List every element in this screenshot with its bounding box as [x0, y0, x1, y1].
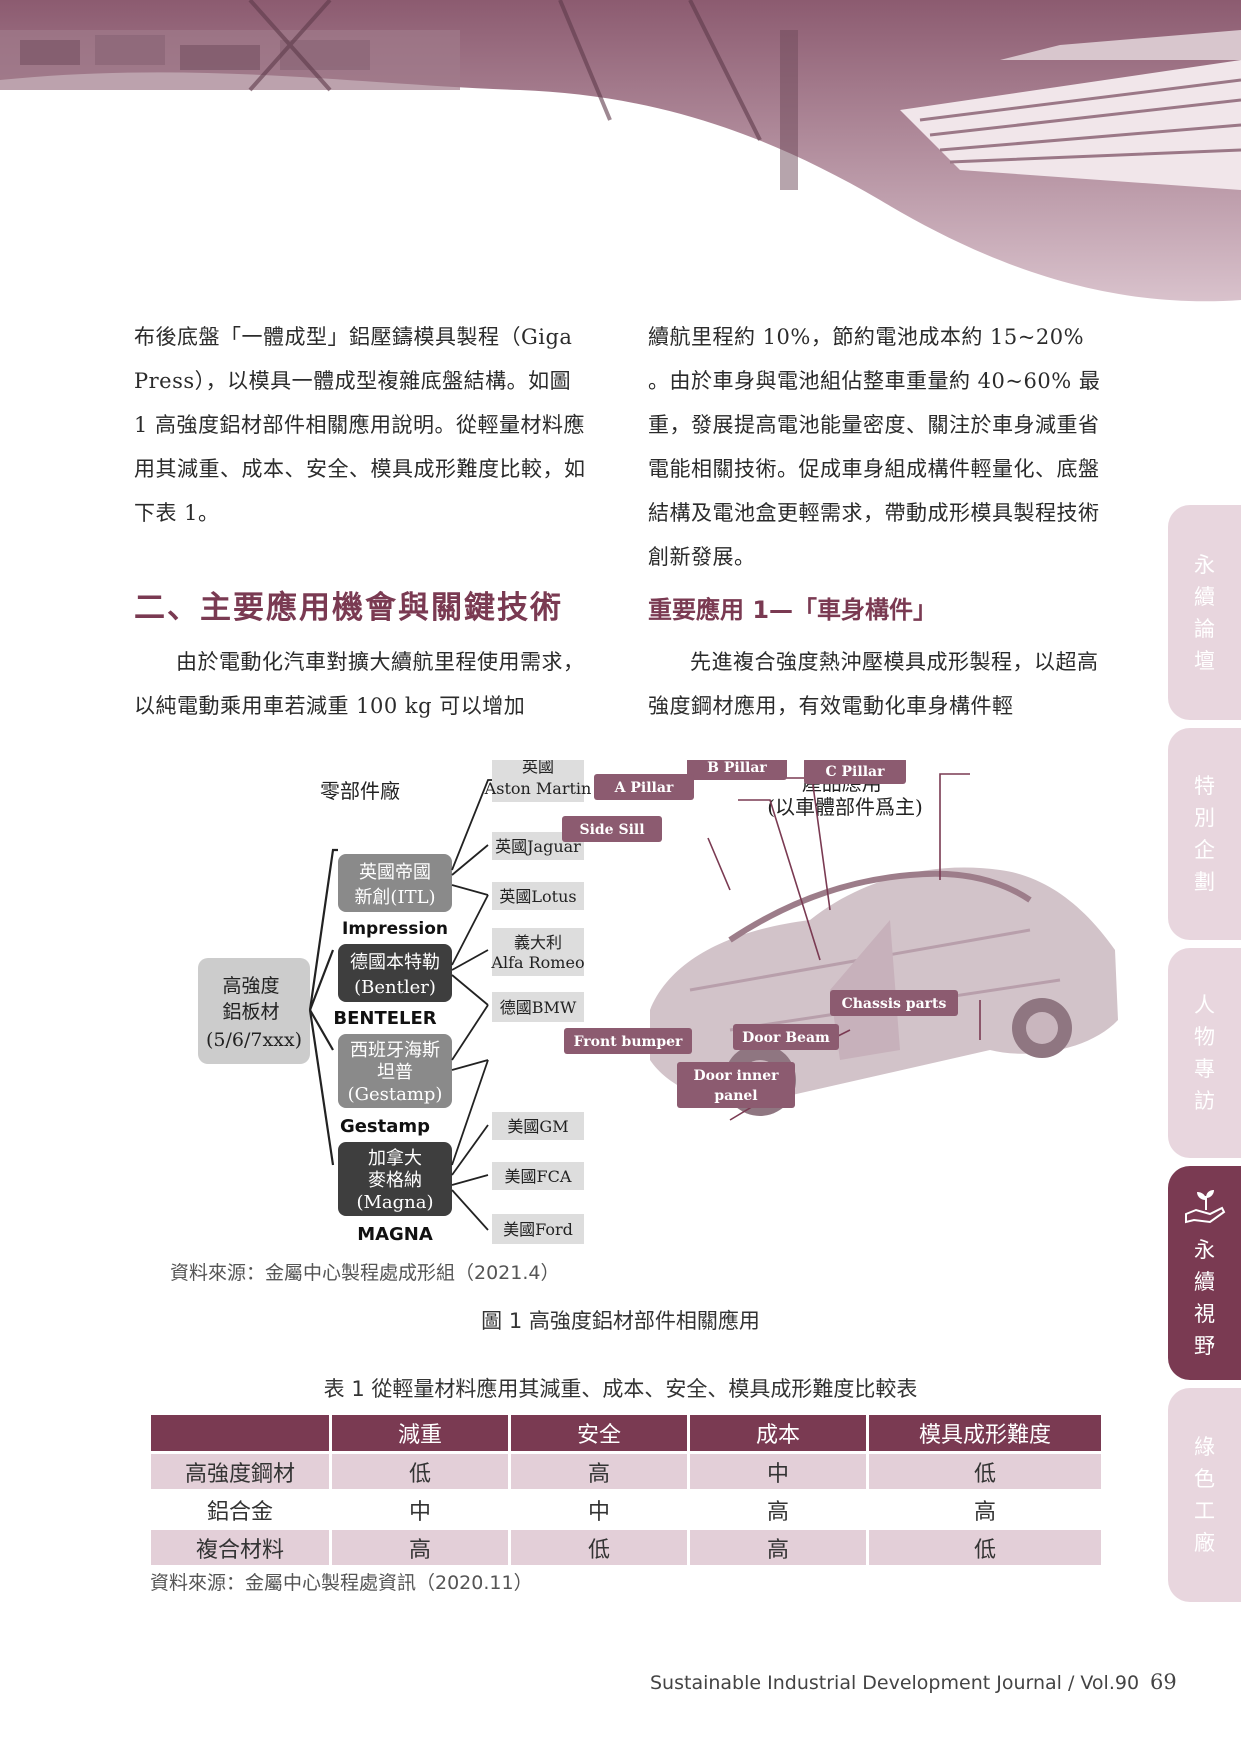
table-cell: 低: [332, 1454, 508, 1489]
tab-label: 永續論壇: [1194, 552, 1215, 673]
table-cell: 中: [332, 1492, 508, 1527]
table-row: 鋁合金 中 中 高 高: [151, 1492, 1101, 1527]
table-cell: 高: [690, 1492, 866, 1527]
table-cell: 複合材料: [151, 1530, 329, 1565]
table-row: 高強度鋼材 低 高 中 低: [151, 1454, 1101, 1489]
source-node-label: 高強度 鋁板材 (5/6/7xxx): [206, 975, 302, 1051]
tab-special-feature[interactable]: 特別企劃: [1168, 728, 1241, 940]
table-cell: 中: [511, 1492, 687, 1527]
table-cell: 中: [690, 1454, 866, 1489]
svg-text:西班牙海斯坦普(Gestamp): 西班牙海斯坦普(Gestamp): [348, 1040, 443, 1105]
logo-gestamp: Gestamp: [340, 1116, 430, 1137]
section-heading-wrap: 二、主要應用機會與關鍵技術: [134, 582, 604, 627]
supplier-itl: 英國帝國新創(ITL) Impression: [338, 854, 452, 939]
left-paragraph-1: 布後底盤「一體成型」鋁壓鑄模具製程（Giga Press），以模具一體成型複雜底…: [134, 325, 586, 525]
section-tabs: 永續論壇 特別企劃 人物專訪 永續視野 綠色工廠: [1168, 0, 1241, 1754]
svg-text:Chassis parts: Chassis parts: [842, 996, 947, 1012]
source-node: [198, 958, 310, 1064]
svg-text:英國帝國新創(ITL): 英國帝國新創(ITL): [354, 862, 435, 908]
tab-label: 特別企劃: [1194, 774, 1215, 894]
comparison-table: 減重 安全 成本 模具成形難度 高強度鋼材 低 高 中 低 鋁合金 中 中 高 …: [148, 1412, 1104, 1568]
tab-label: 永續視野: [1194, 1238, 1215, 1358]
svg-text:Side Sill: Side Sill: [579, 822, 644, 838]
svg-text:panel: panel: [714, 1088, 757, 1104]
table-header-cell: 成本: [690, 1415, 866, 1451]
svg-text:英國Lotus: 英國Lotus: [499, 887, 576, 906]
table-cell: 低: [511, 1530, 687, 1565]
svg-text:A Pillar: A Pillar: [614, 780, 674, 796]
right-paragraph-1: 續航里程約 10%，節約電池成本約 15~20% 。由於車身與電池組佔整車重量約…: [648, 325, 1101, 569]
svg-text:Door inner: Door inner: [693, 1068, 779, 1084]
svg-text:德國BMW: 德國BMW: [500, 998, 577, 1017]
supplier-arrows: [308, 848, 338, 1166]
svg-text:Front bumper: Front bumper: [574, 1034, 683, 1050]
svg-text:B Pillar: B Pillar: [707, 760, 767, 776]
table-cell: 低: [869, 1454, 1101, 1489]
table-cell: 低: [869, 1530, 1101, 1565]
tab-sustainable-vision[interactable]: 永續視野: [1168, 1166, 1241, 1380]
subheading-wrap: 重要應用 1—「車身構件」: [648, 590, 1103, 625]
table-caption: 表 1 從輕量材料應用其減重、成本、安全、模具成形難度比較表: [323, 1377, 918, 1401]
table-header-row: 減重 安全 成本 模具成形難度: [151, 1415, 1101, 1451]
supplier-gestamp: 西班牙海斯坦普(Gestamp) Gestamp: [338, 1034, 452, 1137]
oem-arrows: [451, 779, 492, 1231]
left-column-2: 由於電動化汽車對擴大續航里程使用需求，以純電動乘用車若減重 100 kg 可以增…: [134, 640, 589, 728]
figure-1: 零部件廠 車廠 高強度 鋁板材 (5/6/7xxx) 英國帝國新創(ITL) I…: [198, 760, 1118, 1245]
logo-impression: Impression: [342, 919, 448, 939]
table-header-cell: [151, 1415, 329, 1451]
svg-text:加拿大麥格納(Magna): 加拿大麥格納(Magna): [356, 1147, 433, 1213]
page-number: 69: [1150, 1670, 1177, 1694]
svg-text:英國Jaguar: 英國Jaguar: [495, 837, 581, 856]
table-header-cell: 減重: [332, 1415, 508, 1451]
svg-text:C Pillar: C Pillar: [826, 764, 886, 780]
tab-sustainability-forum[interactable]: 永續論壇: [1168, 505, 1241, 720]
logo-benteler: BENTELER: [333, 1008, 436, 1029]
table-cell: 高: [869, 1492, 1101, 1527]
figure-caption: 圖 1 高強度鋁材部件相關應用: [481, 1309, 760, 1333]
logo-magna: MAGNA: [357, 1224, 433, 1245]
table-cell: 高強度鋼材: [151, 1454, 329, 1489]
supplier-benteler: 德國本特勒(Bentler) BENTELER: [333, 944, 452, 1029]
right-paragraph-2: 先進複合強度熱沖壓模具成形製程，以超高強度鋼材應用，有效電動化車身構件輕: [648, 650, 1099, 718]
header-banner-image: [0, 0, 1241, 302]
right-column: 續航里程約 10%，節約電池成本約 15~20% 。由於車身與電池組佔整車重量約…: [648, 315, 1103, 579]
section-heading: 二、主要應用機會與關鍵技術: [134, 590, 563, 626]
col-header-suppliers: 零部件廠: [320, 779, 400, 803]
svg-text:美國Ford: 美國Ford: [503, 1220, 573, 1239]
svg-text:美國FCA: 美國FCA: [505, 1167, 572, 1186]
tab-interview[interactable]: 人物專訪: [1168, 948, 1241, 1158]
figure-source: 資料來源：金屬中心製程處成形組（2021.4）: [170, 1262, 560, 1284]
table-row: 複合材料 高 低 高 低: [151, 1530, 1101, 1565]
table-source: 資料來源：金屬中心製程處資訊（2020.11）: [150, 1572, 533, 1594]
journal-footer: Sustainable Industrial Development Journ…: [650, 1672, 1140, 1694]
table-header-cell: 模具成形難度: [869, 1415, 1101, 1451]
svg-text:Door Beam: Door Beam: [742, 1030, 830, 1046]
svg-text:美國GM: 美國GM: [507, 1117, 568, 1136]
left-paragraph-2: 由於電動化汽車對擴大續航里程使用需求，以純電動乘用車若減重 100 kg 可以增…: [134, 650, 585, 718]
table-cell: 高: [332, 1530, 508, 1565]
subheading: 重要應用 1—「車身構件」: [648, 596, 938, 624]
table-cell: 高: [690, 1530, 866, 1565]
svg-text:德國本特勒(Bentler): 德國本特勒(Bentler): [350, 952, 440, 998]
supplier-magna: 加拿大麥格納(Magna) MAGNA: [338, 1142, 452, 1245]
table-header-cell: 安全: [511, 1415, 687, 1451]
tab-green-factory[interactable]: 綠色工廠: [1168, 1388, 1241, 1602]
hand-plant-icon: [1184, 1190, 1225, 1224]
table-cell: 鋁合金: [151, 1492, 329, 1527]
car-part-labels: B Pillar A Pillar C Pillar Side Sill Cha…: [562, 760, 958, 1108]
table-cell: 高: [511, 1454, 687, 1489]
left-column: 布後底盤「一體成型」鋁壓鑄模具製程（Giga Press），以模具一體成型複雜底…: [134, 315, 589, 535]
tab-label: 人物專訪: [1194, 993, 1215, 1113]
right-column-2: 先進複合強度熱沖壓模具成形製程，以超高強度鋼材應用，有效電動化車身構件輕: [648, 640, 1103, 728]
tab-label: 綠色工廠: [1194, 1435, 1215, 1555]
